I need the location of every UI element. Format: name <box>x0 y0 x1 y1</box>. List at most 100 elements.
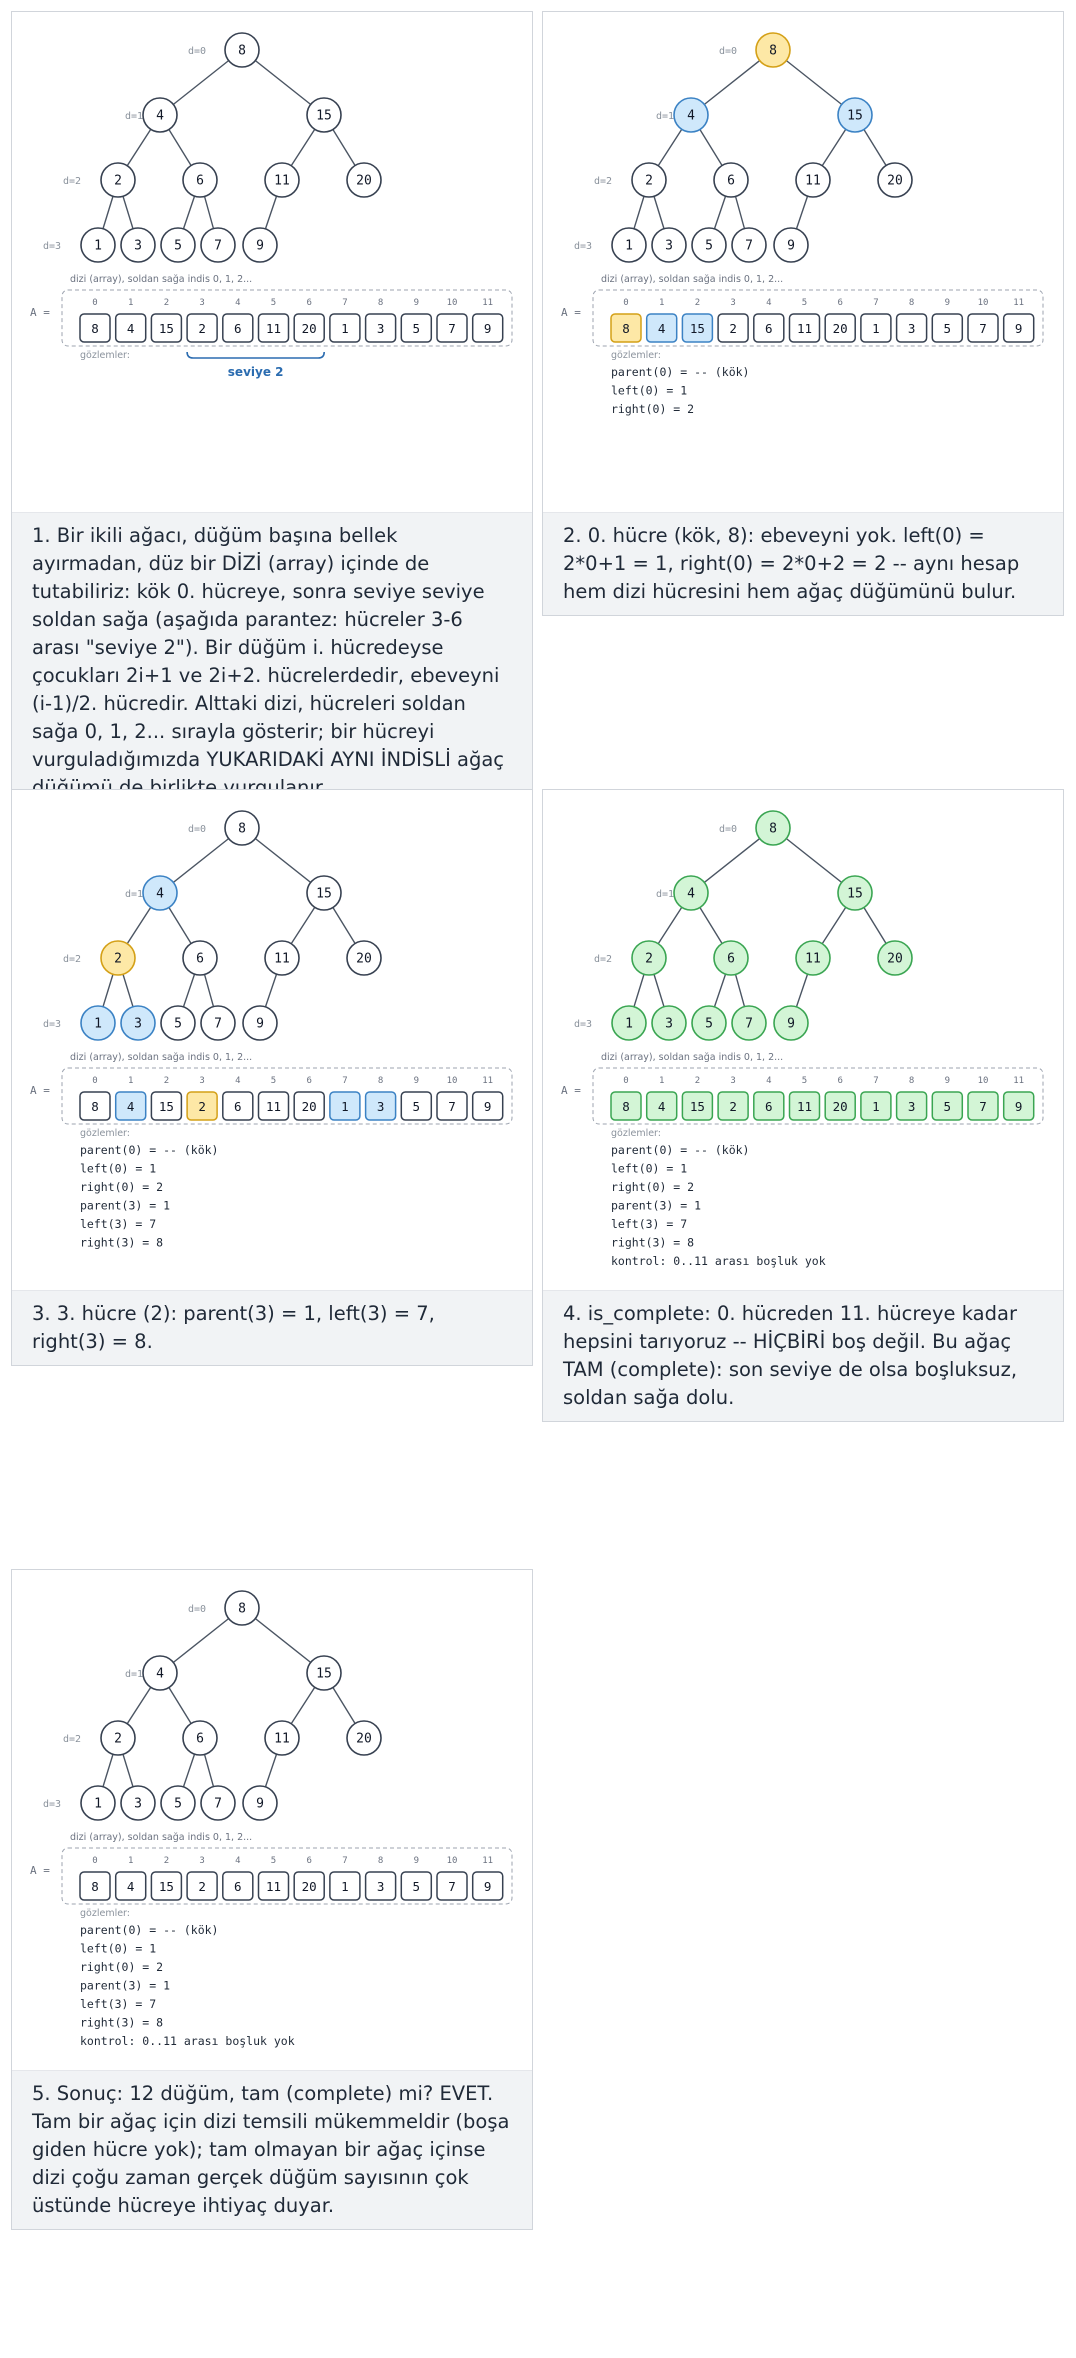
array-index: 7 <box>342 1856 347 1866</box>
array-cell-value: 1 <box>341 321 349 336</box>
array-cell-8 <box>364 1871 397 1901</box>
array-cell-11 <box>471 1091 504 1121</box>
depth-label: d=2 <box>63 176 81 187</box>
array-index: 3 <box>199 1856 204 1866</box>
array-cell-5 <box>257 313 290 343</box>
array-cell-8 <box>364 313 397 343</box>
array-index: 10 <box>978 1076 989 1086</box>
array-cell-7 <box>860 1091 892 1121</box>
tree-node-label: 1 <box>625 1017 633 1032</box>
array-label: A = <box>30 1084 50 1097</box>
tree-node-label: 20 <box>356 1732 372 1747</box>
array-cell-6 <box>824 1091 856 1121</box>
array-index: 11 <box>482 1076 493 1086</box>
tree-node-6 <box>346 940 382 976</box>
array-index: 5 <box>271 1076 276 1086</box>
array-cell-value: 4 <box>127 321 135 336</box>
step-caption: 1. Bir ikili ağacı, düğüm başına bellek … <box>12 512 532 811</box>
array-cell-value: 1 <box>341 1879 349 1894</box>
tree-node-9 <box>691 227 727 263</box>
tree-node-5 <box>264 1720 300 1756</box>
array-index: 4 <box>235 1076 240 1086</box>
note-line: kontrol: 0..11 arası boşluk yok <box>611 1254 826 1268</box>
array-index: 4 <box>235 298 240 308</box>
tree-node-label: 2 <box>114 174 122 189</box>
array-index: 0 <box>623 298 628 308</box>
array-cell-value: 15 <box>159 1099 174 1114</box>
array-cell-value: 2 <box>729 321 737 336</box>
tree-node-label: 20 <box>356 174 372 189</box>
tree-node-label: 7 <box>745 239 753 254</box>
tree-node-label: 8 <box>238 1602 246 1617</box>
array-index: 7 <box>873 1076 878 1086</box>
depth-label: d=3 <box>43 241 61 252</box>
array-index: 10 <box>978 298 989 308</box>
array-cell-value: 20 <box>302 1099 317 1114</box>
array-cell-value: 7 <box>448 1879 456 1894</box>
tree-node-label: 2 <box>645 952 653 967</box>
array-cell-1 <box>114 313 147 343</box>
array-cell-value: 11 <box>266 1099 281 1114</box>
tree-node-label: 3 <box>665 1017 673 1032</box>
array-index: 0 <box>623 1076 628 1086</box>
array-cell-6 <box>293 1091 325 1121</box>
array-cell-value: 9 <box>1015 1099 1023 1114</box>
array-index: 0 <box>92 1076 97 1086</box>
array-cell-value: 9 <box>484 1099 492 1114</box>
array-cell-9 <box>931 313 964 343</box>
notes-label: gözlemler: <box>80 1908 130 1919</box>
depth-label: d=3 <box>43 1019 61 1030</box>
array-index: 8 <box>378 1076 383 1086</box>
array-group-box <box>61 1847 513 1905</box>
array-cell-2 <box>681 313 714 343</box>
tree-node-label: 6 <box>727 952 735 967</box>
tree-node-label: 7 <box>214 1797 222 1812</box>
array-cell-value: 5 <box>944 321 952 336</box>
tree-node-label: 7 <box>214 239 222 254</box>
note-line: left(3) = 7 <box>80 1217 156 1231</box>
array-index: 6 <box>306 1856 311 1866</box>
array-index: 7 <box>873 298 878 308</box>
tree-node-label: 4 <box>687 109 695 124</box>
step-caption: 4. is_complete: 0. hücreden 11. hücreye … <box>543 1290 1063 1421</box>
tree-node-label: 8 <box>769 44 777 59</box>
brace-label: seviye 2 <box>228 365 284 379</box>
tree-node-label: 20 <box>887 952 903 967</box>
tree-node-0 <box>224 32 260 68</box>
tree-node-label: 2 <box>114 952 122 967</box>
tree-node-label: 5 <box>174 1017 182 1032</box>
array-caption: dizi (array), soldan sağa indis 0, 1, 2.… <box>601 1052 783 1063</box>
array-cell-value: 4 <box>658 321 666 336</box>
array-index: 10 <box>447 298 458 308</box>
array-cell-2 <box>150 1091 183 1121</box>
tree-node-4 <box>713 162 749 198</box>
array-cell-6 <box>824 313 856 343</box>
array-cell-3 <box>717 1091 749 1121</box>
tree-node-label: 6 <box>196 174 204 189</box>
step-caption: 2. 0. hücre (kök, 8): ebeveyni yok. left… <box>543 512 1063 615</box>
tree-node-4 <box>182 940 218 976</box>
array-cell-value: 20 <box>302 321 317 336</box>
array-cell-value: 3 <box>908 1099 916 1114</box>
array-cell-value: 11 <box>797 321 812 336</box>
tree-node-label: 9 <box>256 1797 264 1812</box>
tree-node-2 <box>837 875 873 911</box>
array-cell-value: 11 <box>797 1099 812 1114</box>
level-brace <box>186 351 325 359</box>
tree-node-8 <box>120 1785 156 1821</box>
tree-node-11 <box>242 1785 278 1821</box>
array-index: 11 <box>1013 298 1024 308</box>
array-cell-2 <box>681 1091 714 1121</box>
tree-node-3 <box>631 940 667 976</box>
array-index: 9 <box>414 1076 419 1086</box>
array-cell-value: 6 <box>234 1879 242 1894</box>
depth-label: d=1 <box>125 1669 143 1680</box>
depth-label: d=0 <box>188 46 206 57</box>
array-cell-4 <box>753 1091 785 1121</box>
array-cell-10 <box>436 1091 468 1121</box>
tree-node-3 <box>100 940 136 976</box>
array-cell-0 <box>79 1871 111 1901</box>
note-line: left(0) = 1 <box>80 1942 156 1956</box>
